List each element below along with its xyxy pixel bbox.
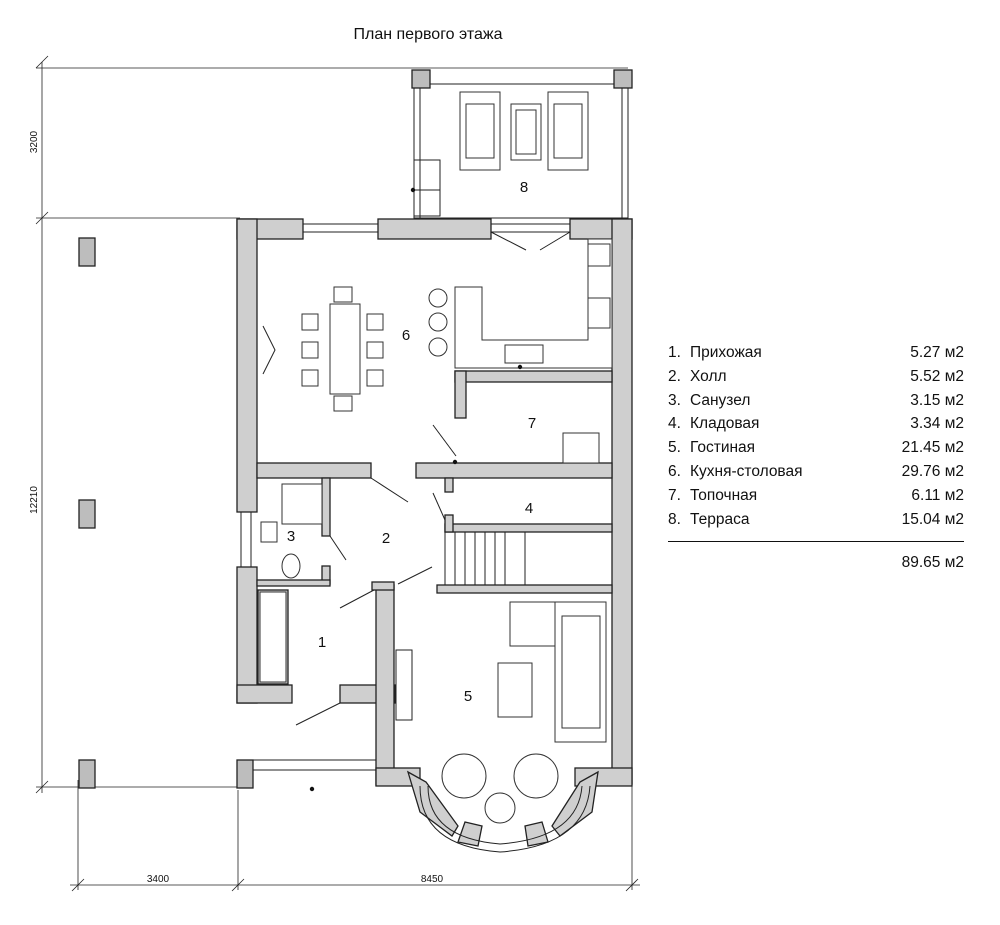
legend-area: 29.76 м2 — [901, 462, 964, 480]
floor-plan: 3200 12210 3400 8450 — [29, 55, 640, 892]
legend-row: 7. Топочная 6.11 м2 — [668, 486, 964, 510]
room-number-6: 6 — [402, 327, 410, 344]
dim-house-depth: 12210 — [29, 486, 40, 514]
legend-row: 6. Кухня-столовая 29.76 м2 — [668, 462, 964, 486]
room-number-4: 4 — [525, 500, 533, 517]
legend-number: 3. — [668, 391, 681, 409]
legend-room-name: Гостиная — [690, 439, 756, 457]
legend-total-area: 89.65 м2 — [901, 554, 964, 572]
legend-room-name: Холл — [690, 367, 727, 385]
legend-number: 4. — [668, 415, 681, 433]
legend-row: 2. Холл 5.52 м2 — [668, 367, 964, 391]
room-number-1: 1 — [318, 634, 326, 651]
legend-number: 2. — [668, 367, 681, 385]
dim-house-width: 8450 — [421, 874, 444, 885]
carport-columns — [78, 237, 254, 789]
terrace — [411, 69, 633, 219]
legend-divider — [668, 541, 964, 543]
plan-title: План первого этажа — [353, 26, 503, 43]
dim-terrace-depth: 3200 — [29, 130, 40, 153]
legend-row: 3. Санузел 3.15 м2 — [668, 391, 964, 415]
room-number-8: 8 — [520, 179, 528, 196]
legend-number: 7. — [668, 486, 681, 504]
legend-room-name: Кухня-столовая — [690, 462, 803, 480]
room-number-5: 5 — [464, 688, 472, 705]
dim-left-width: 3400 — [147, 874, 170, 885]
door-swings — [295, 187, 571, 792]
legend-number: 6. — [668, 462, 681, 480]
legend-row: 4. Кладовая 3.34 м2 — [668, 414, 964, 438]
room-legend: 1. Прихожая 5.27 м2 2. Холл 5.52 м2 3. Санузе… — [668, 343, 964, 572]
windows — [240, 223, 570, 567]
legend-number: 5. — [668, 439, 681, 457]
room-number-7: 7 — [528, 415, 536, 432]
legend-room-name: Терраса — [690, 510, 750, 528]
legend-room-name: Топочная — [690, 486, 758, 504]
legend-room-name: Кладовая — [690, 415, 760, 433]
room-number-2: 2 — [382, 530, 390, 547]
legend-area: 15.04 м2 — [901, 510, 964, 528]
legend-area: 3.34 м2 — [910, 415, 964, 433]
dimension-lines — [35, 55, 640, 892]
legend-row: 5. Гостиная 21.45 м2 — [668, 438, 964, 462]
exterior-walls — [236, 218, 633, 853]
legend-number: 1. — [668, 344, 681, 361]
legend-area: 21.45 м2 — [901, 439, 964, 457]
legend-area: 5.52 м2 — [910, 367, 964, 385]
legend-row: 8. Терраса 15.04 м2 — [668, 510, 964, 534]
legend-number: 8. — [668, 510, 681, 528]
furniture — [253, 238, 613, 824]
legend-area: 6.11 м2 — [911, 486, 964, 504]
legend-area: 3.15 м2 — [910, 391, 964, 409]
legend-room-name: Прихожая — [690, 344, 762, 361]
room-number-3: 3 — [287, 528, 295, 545]
legend-room-name: Санузел — [690, 391, 751, 409]
legend-row: 1. Прихожая 5.27 м2 — [668, 343, 964, 367]
legend-area: 5.27 м2 — [910, 344, 964, 361]
